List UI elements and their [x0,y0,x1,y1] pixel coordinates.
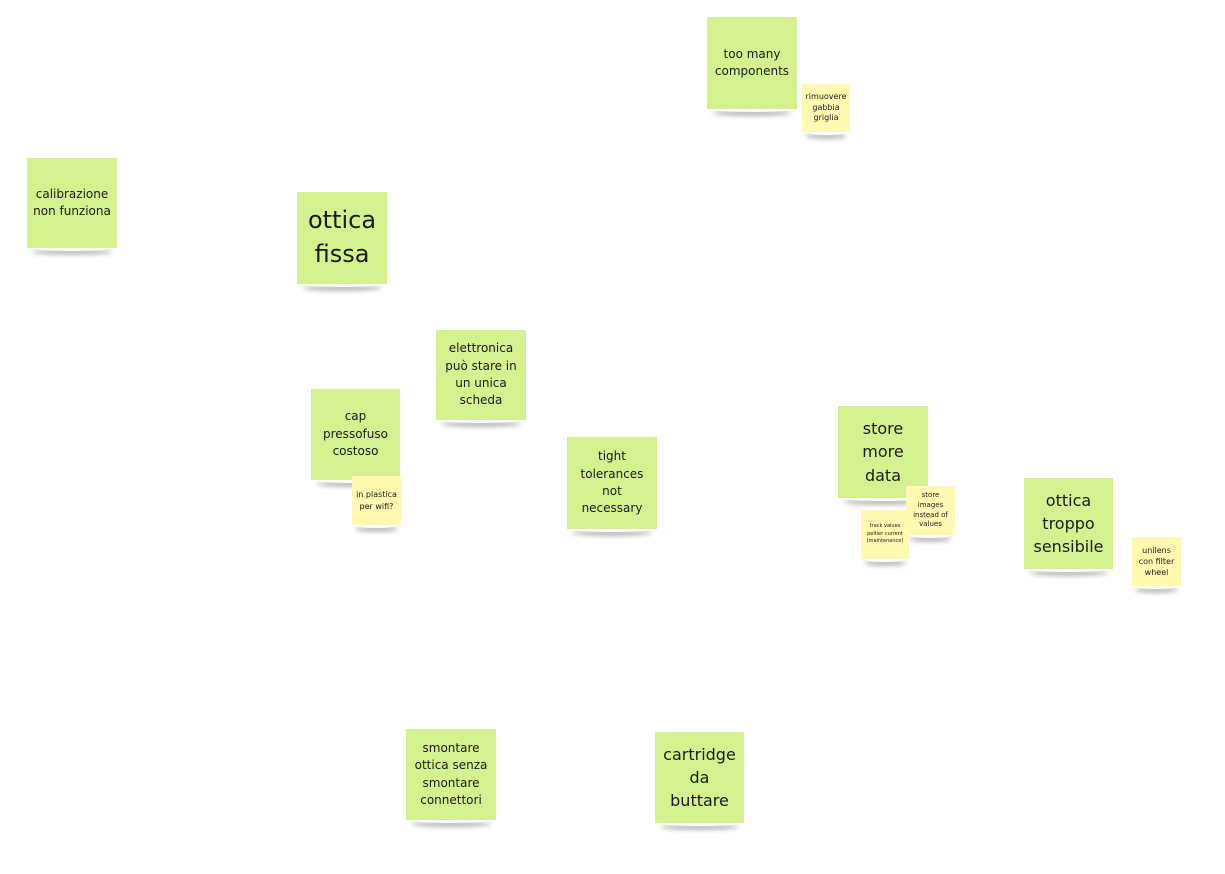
note-text: ottica fissa [307,206,377,268]
sticky-note-smontare-ottica[interactable]: smontare ottica senza smontare connettor… [406,729,496,820]
sticky-note-tight-tolerances[interactable]: tight tolerances not necessary [567,437,657,529]
sticky-note-rimuovere-gabbia-griglia[interactable]: rimuovere gabbia griglia [802,84,850,132]
sticky-note-ottica-fissa[interactable]: ottica fissa [297,192,387,284]
note-text: store images instead of values [913,490,948,529]
note-text: rimuovere gabbia griglia [805,91,847,123]
sticky-note-track-values[interactable]: track values peltier current (maintenanc… [861,510,909,559]
sticky-note-unilens[interactable]: unilens con filter wheel [1132,537,1181,586]
note-text: smontare ottica senza smontare connettor… [414,740,488,807]
sticky-note-in-plastica[interactable]: in plastica per wifi? [352,476,401,525]
sticky-note-too-many-components[interactable]: too many components [707,17,797,109]
sticky-note-calibrazione[interactable]: calibrazione non funziona [27,158,117,248]
sticky-note-cartridge[interactable]: cartridge da buttare [655,732,744,823]
note-text: in plastica per wifi? [356,490,397,511]
note-text: cap pressofuso costoso [323,409,388,459]
note-text: store more data [862,419,904,485]
sticky-note-elettronica[interactable]: elettronica può stare in un unica scheda [436,330,526,420]
note-text: too many components [714,46,790,78]
note-text: calibrazione non funziona [33,186,111,218]
note-text: unilens con filter wheel [1138,545,1175,578]
sticky-note-ottica-troppo-sensibile[interactable]: ottica troppo sensibile [1024,478,1113,569]
note-text: elettronica può stare in un unica scheda [445,341,517,408]
note-text: cartridge da buttare [663,744,736,811]
note-text: track values peltier current (maintenanc… [866,523,904,545]
note-text: ottica troppo sensibile [1033,490,1104,557]
sticky-note-store-images[interactable]: store images instead of values [906,486,955,535]
note-text: tight tolerances not necessary [580,449,644,516]
sticky-note-cap-pressofuso[interactable]: cap pressofuso costoso [311,389,400,480]
sticky-note-store-more-data[interactable]: store more data [838,406,928,498]
